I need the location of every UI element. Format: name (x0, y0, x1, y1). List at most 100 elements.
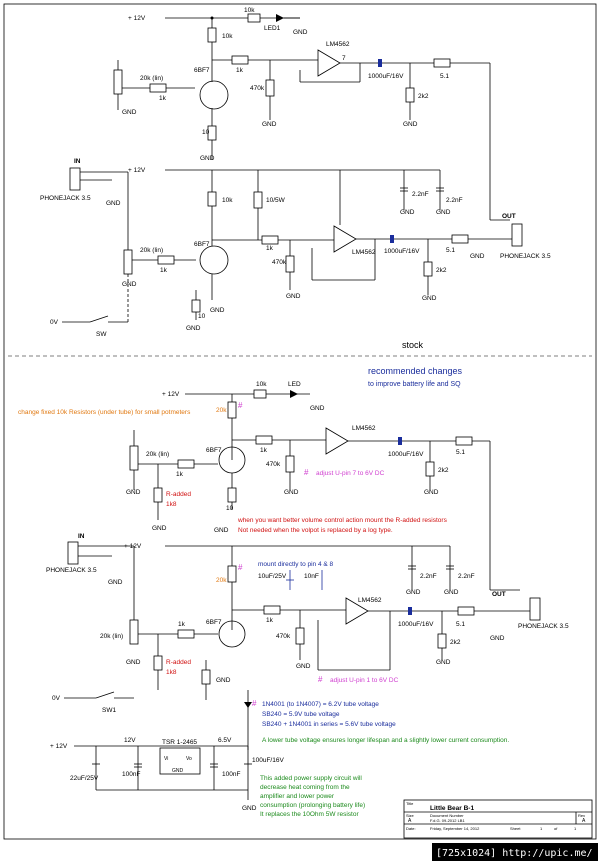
top-gnd-led: GND (293, 29, 308, 36)
mid-gnd-r10: GND (186, 325, 201, 332)
title-block: Title Little Bear B-1 Size A Document Nu… (403, 799, 593, 839)
tb-size-hdr: Size (406, 813, 415, 818)
bot-gnd-tube: GND (214, 527, 229, 534)
mid-r10: 10 (198, 313, 206, 320)
top-gnd-cathode: GND (200, 155, 215, 162)
mid-tube-label: 6BF7 (194, 241, 210, 248)
psu-gnd: GND (242, 805, 257, 812)
mid-pot (123, 249, 133, 275)
bot-r-added2: R-added (166, 659, 191, 666)
mount-note: mount directly to pin 4 & 8 (258, 561, 334, 568)
mid-r1k-b: 1k (160, 267, 168, 274)
bot-r470k2: 470k (276, 633, 291, 640)
psu-65v: 6.5V (218, 737, 232, 744)
tb-title-hdr: Title (406, 801, 414, 806)
stock-label: stock (402, 340, 424, 350)
mid-c1: 2.2nF (412, 191, 429, 198)
bot-0v: 0V (52, 695, 61, 702)
bot-r470k: 470k (266, 461, 281, 468)
tb-rev-hdr: Rev (578, 813, 585, 818)
mid-out-label: OUT (502, 213, 516, 220)
reg-gnd: GND (172, 768, 184, 774)
mid-jackout-label: PHONEJACK 3.5 (500, 253, 551, 260)
bot-opamp-label: LM4562 (352, 425, 376, 432)
mid-gnd-out: GND (470, 253, 485, 260)
lower-voltage-note: A lower tube voltage ensures longer life… (262, 737, 509, 744)
bot-pot-label: 20k (lin) (146, 451, 169, 458)
mid-cap: 1000uF/16V (384, 248, 420, 255)
top-r-cathode (207, 125, 217, 141)
mid-opamp (333, 225, 357, 253)
bot-r-led: 10k (256, 381, 267, 388)
bot-hash-4: # (318, 675, 323, 684)
bot-gnd-c22a: GND (406, 589, 421, 596)
top-gnd-2k2: GND (403, 121, 418, 128)
top-pot-label: 20k (lin) (140, 75, 163, 82)
bot-tube2-label: 6BF7 (206, 619, 222, 626)
tb-sheet: 1 (540, 826, 543, 831)
psu-note-4: consumption (prolonging battery life) (260, 802, 365, 809)
bot-c22a: 2.2nF (420, 573, 437, 580)
bot-gnd-c22b: GND (444, 589, 459, 596)
psu-c100uf: 100uF/16V (252, 757, 284, 764)
diode-note-3: SB240 + 1N4001 in series = 5.6V tube vol… (262, 721, 396, 728)
bot-pot2 (129, 619, 139, 645)
bot-jackout-label: PHONEJACK 3.5 (518, 623, 569, 630)
mid-jack-label: PHONEJACK 3.5 (40, 195, 91, 202)
note-volume-1: when you want better volume control acti… (237, 517, 448, 524)
bot-gnd-tube2: GND (216, 677, 231, 684)
tb-title: Little Bear B-1 (430, 805, 474, 812)
recommended-title: recommended changes (368, 366, 463, 376)
note-volume-2: Not needed when the volpot is replaced b… (238, 527, 393, 534)
bot-in-jack (67, 541, 79, 565)
mid-sw: SW (96, 331, 107, 338)
top-pot (113, 69, 123, 95)
bot-cap: 1000uF/16V (388, 451, 424, 458)
tb-date-hdr: Date: (406, 826, 416, 831)
bot-out-jack (529, 597, 541, 621)
reg-vi: Vi (164, 756, 168, 762)
mid-schematic: + 12V 10k 10/5W 2.2nF GND 2.2nF GND IN P… (40, 158, 551, 350)
tb-size: A (408, 818, 412, 824)
bot-hash-2: # (304, 468, 309, 477)
bot-in-label: IN (78, 533, 85, 540)
top-tube-label: 6BF7 (194, 67, 210, 74)
bot-out-label: OUT (492, 591, 506, 598)
bot-r51: 5.1 (456, 449, 465, 456)
bot-tube2 (218, 620, 246, 648)
bot-c10nf: 10nF (304, 573, 319, 580)
bot-pot (129, 445, 139, 471)
bot-r512: 5.1 (456, 621, 465, 628)
top-gnd-470k: GND (262, 121, 277, 128)
bot-vcc: + 12V (162, 391, 180, 398)
tb-doc-hdr: Document Number (430, 813, 464, 818)
bot-trim: 20k (216, 407, 227, 414)
adjust-pin7-note: adjust U-pin 7 to 6V DC (316, 470, 385, 477)
mid-out-jack (511, 223, 523, 247)
top-r2k2: 2k2 (418, 93, 429, 100)
psu-note-2: decrease heat coming from the (260, 784, 350, 791)
note-fixed-resistors: change fixed 10k Resistors (under tube) … (18, 409, 191, 416)
mid-gnd-pot: GND (122, 281, 137, 288)
mid-gnd-tube: GND (210, 307, 225, 314)
bot-hash-1: # (238, 401, 243, 410)
psu-c100n-a: 100nF (122, 771, 140, 778)
mid-pot-label: 20k (lin) (140, 247, 163, 254)
bot-gnd-2k22: GND (436, 659, 451, 666)
bot-r2k2: 2k2 (438, 467, 449, 474)
mid-r-anode: 10k (222, 197, 233, 204)
psu-vcc: + 12V (50, 743, 68, 750)
mid-r470k: 470k (272, 259, 287, 266)
psu-c100n-b: 100nF (222, 771, 240, 778)
bot-r1k: 1k (260, 447, 268, 454)
bot-r2k22: 2k2 (450, 639, 461, 646)
top-led-label: LED1 (264, 25, 281, 32)
tb-date: Friday, September 14, 2012 (430, 826, 480, 831)
mid-gnd-jack: GND (106, 200, 121, 207)
bot-gnd-pot2: GND (126, 659, 141, 666)
mid-gnd-c1: GND (400, 209, 415, 216)
tb-of: of (554, 826, 558, 831)
top-r-anode-label: 10k (222, 33, 233, 40)
